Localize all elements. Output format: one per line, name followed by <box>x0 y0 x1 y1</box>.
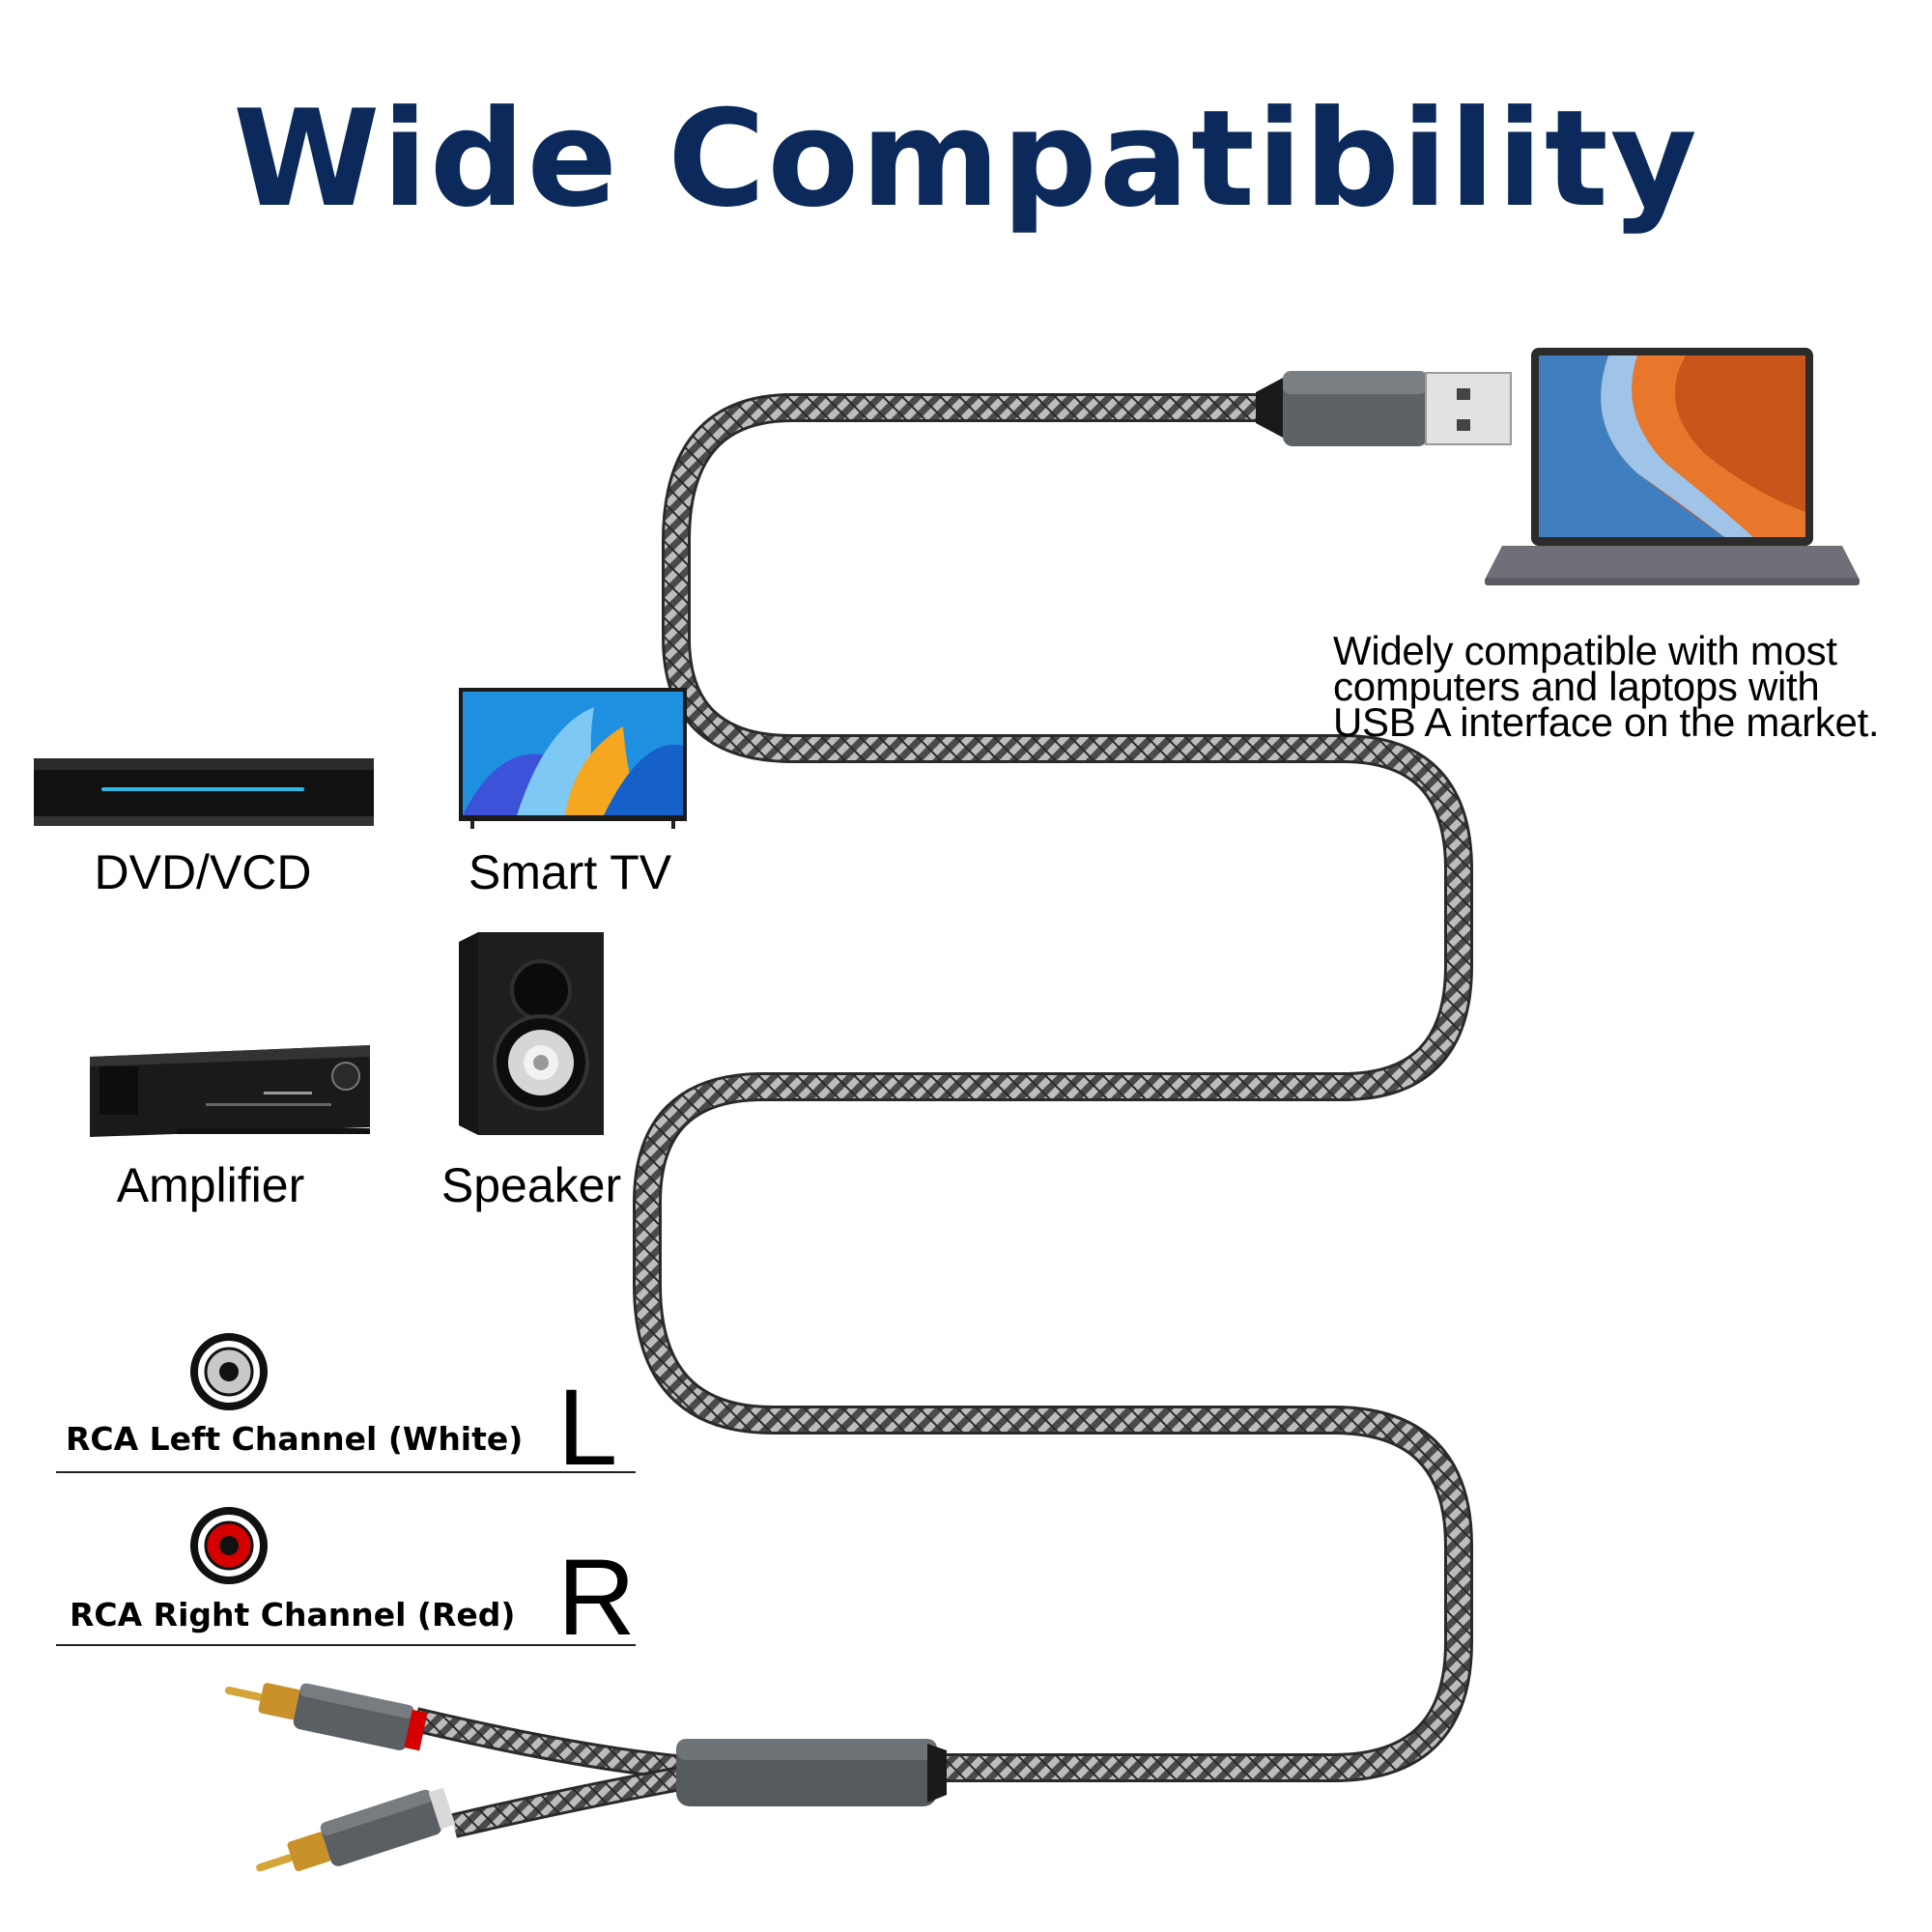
device-label-speaker: Speaker <box>440 1158 622 1212</box>
tv-icon <box>459 688 687 829</box>
dvd-player-icon <box>34 758 374 826</box>
laptop-compatibility-text: Widely compatible with most computers an… <box>1333 628 1913 745</box>
laptop-icon <box>1485 348 1860 585</box>
rca-white-jack-icon <box>190 1333 268 1410</box>
amplifier-icon <box>90 1045 370 1137</box>
page-title: Wide Compatibility <box>233 81 1699 237</box>
divider <box>56 1471 636 1473</box>
rca-red-jack-icon <box>190 1507 268 1584</box>
rca-left-label: RCA Left Channel (White) <box>66 1420 524 1458</box>
rca-right-label: RCA Right Channel (Red) <box>70 1596 516 1634</box>
device-label-tv: Smart TV <box>468 845 672 899</box>
device-label-amplifier: Amplifier <box>116 1158 305 1212</box>
divider <box>56 1644 636 1646</box>
usb-a-connector-icon <box>1256 371 1512 446</box>
rca-left-letter: L <box>557 1367 618 1488</box>
rca-red-plug-icon <box>224 1683 428 1751</box>
laptop-note-line: computers and laptops with <box>1333 664 1820 709</box>
laptop-note-line: Widely compatible with most <box>1333 628 1837 673</box>
device-label-dvd: DVD/VCD <box>94 845 312 899</box>
laptop-note-line: USB A interface on the market. <box>1333 699 1880 745</box>
rca-white-plug-icon <box>256 1787 456 1872</box>
speaker-icon <box>459 932 604 1135</box>
rca-right-letter: R <box>557 1537 636 1658</box>
